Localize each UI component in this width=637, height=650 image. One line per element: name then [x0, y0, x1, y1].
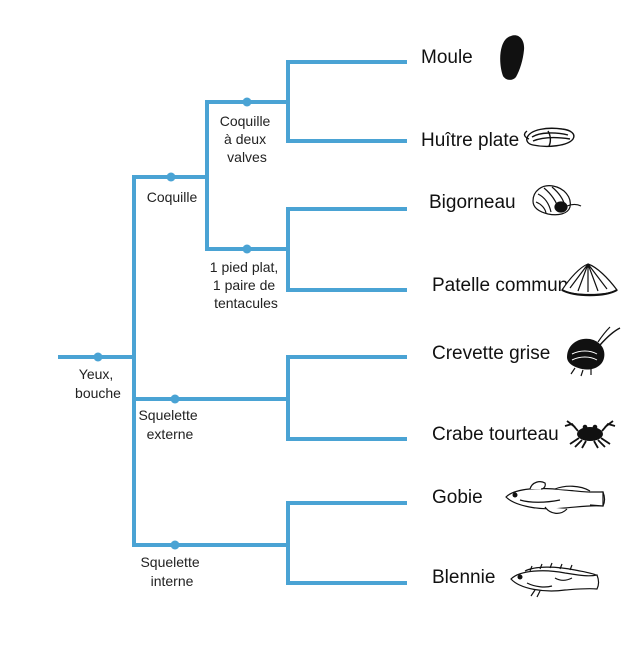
node-dot-sq-int	[170, 540, 180, 550]
leaf-label-crabe: Crabe tourteau	[432, 424, 559, 445]
crab-icon	[564, 420, 616, 449]
node-dot-pied	[242, 244, 252, 254]
leaf-label-gobie: Gobie	[432, 487, 483, 508]
node-dot-root	[93, 352, 103, 362]
mussel-icon	[500, 35, 525, 80]
node-dots	[93, 97, 252, 550]
node-label-pied: 1 pied plat, 1 paire de tentacules	[210, 259, 282, 311]
leaf-label-bigorneau: Bigorneau	[429, 192, 516, 213]
node-dot-sq-ext	[170, 394, 180, 404]
node-label-sq-ext: Squelette externe	[138, 407, 201, 442]
node-labels: Yeux, bouche Coquille Coquille à deux va…	[75, 113, 282, 589]
blenny-icon	[510, 562, 600, 598]
oyster-icon	[523, 127, 575, 148]
node-dot-coquille	[166, 172, 176, 182]
leaf-label-moule: Moule	[421, 47, 473, 68]
node-label-coquille: Coquille	[147, 189, 198, 205]
shrimp-icon	[567, 326, 621, 377]
branches	[58, 60, 407, 585]
goby-icon	[505, 481, 606, 514]
leaf-label-crevette: Crevette grise	[432, 343, 550, 364]
periwinkle-icon	[532, 185, 582, 216]
leaf-label-blennie: Blennie	[432, 567, 495, 588]
node-label-root: Yeux, bouche	[75, 366, 121, 401]
node-label-bivalves: Coquille à deux valves	[220, 113, 274, 165]
node-dot-bivalves	[242, 97, 252, 107]
leaf-labels: Moule Huître plate Bigorneau Patelle com…	[421, 47, 579, 588]
leaf-label-patelle: Patelle commune	[432, 275, 579, 296]
node-label-sq-int: Squelette interne	[140, 554, 203, 589]
leaf-label-huitre: Huître plate	[421, 130, 519, 151]
limpet-icon	[561, 263, 618, 297]
